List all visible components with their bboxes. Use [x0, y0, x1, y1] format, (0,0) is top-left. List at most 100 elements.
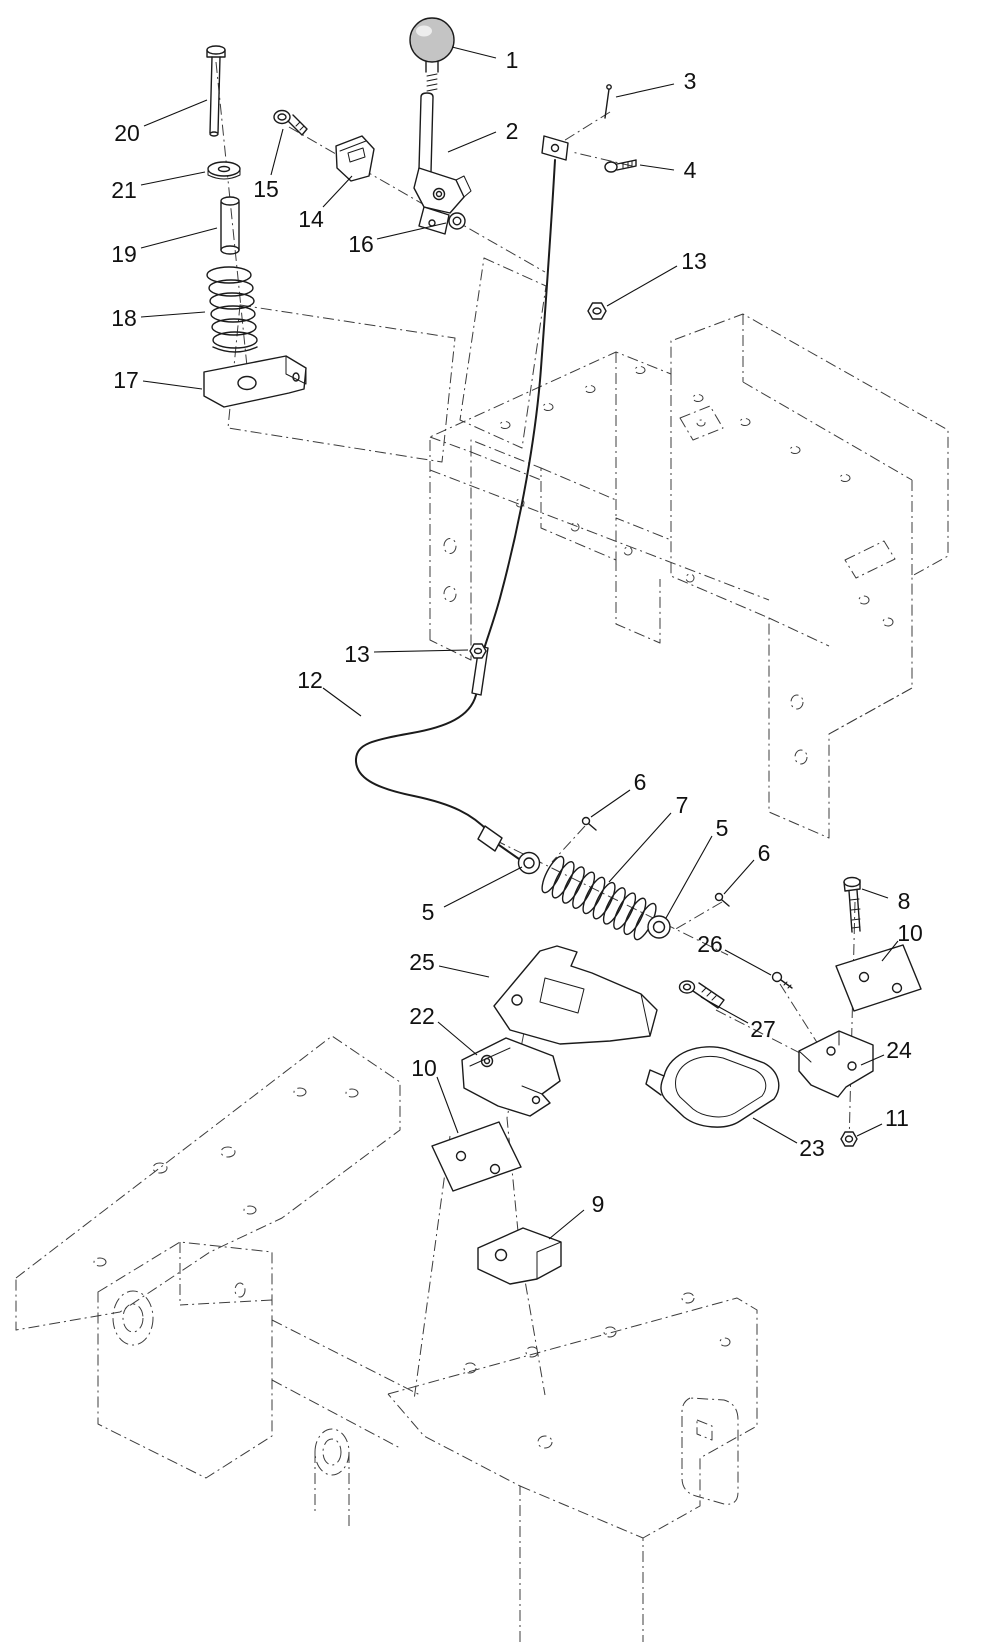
part-21-washer — [207, 161, 241, 180]
callout-label-5-17: 5 — [716, 815, 729, 841]
part-22-bracket — [461, 1037, 561, 1117]
callout-label-7-16: 7 — [676, 792, 689, 818]
callout-label-8-20: 8 — [898, 888, 911, 914]
part-7-spring — [541, 855, 657, 941]
callout-label-10-29: 10 — [411, 1055, 437, 1081]
part-17-bracket — [203, 355, 307, 408]
callout-leader-17-12 — [142, 380, 203, 390]
part-20-bolt — [206, 45, 226, 137]
callout-leader-14-7 — [322, 175, 353, 208]
callout-label-14-7: 14 — [298, 206, 324, 232]
callout-leader-16-9 — [376, 222, 447, 240]
callout-leader-10-21 — [881, 940, 899, 962]
part-6-pin-right — [714, 892, 730, 907]
callout-leader-20-4 — [143, 99, 208, 127]
callout-label-9-30: 9 — [592, 1191, 605, 1217]
part-6-pin-left — [581, 816, 597, 831]
callout-leader-5-19 — [443, 866, 523, 908]
alignment-axes-phantom — [215, 61, 856, 1401]
part-5-spacer-left — [517, 851, 541, 875]
callout-label-12-14: 12 — [297, 667, 323, 693]
callout-label-13-10: 13 — [681, 248, 707, 274]
callout-label-22-26: 22 — [409, 1003, 435, 1029]
callout-leader-1-0 — [451, 46, 497, 59]
callout-label-26-22: 26 — [697, 931, 723, 957]
callout-leader-27-24 — [700, 996, 749, 1024]
callout-label-23-28: 23 — [799, 1135, 825, 1161]
part-10-plate-right — [835, 944, 922, 1012]
callout-leader-23-28 — [752, 1117, 798, 1144]
callout-label-6-18: 6 — [758, 840, 771, 866]
callout-label-3-1: 3 — [684, 68, 697, 94]
callout-leader-10-29 — [436, 1076, 459, 1134]
part-25-bracket — [493, 945, 658, 1045]
callout-leader-13-13 — [373, 649, 469, 653]
callout-label-16-9: 16 — [348, 231, 374, 257]
part-10-plate-left — [431, 1121, 522, 1192]
callout-leader-12-14 — [322, 687, 362, 717]
callout-leader-3-1 — [615, 83, 675, 98]
callout-label-2-2: 2 — [506, 118, 519, 144]
callout-leader-19-8 — [140, 227, 218, 249]
callout-leader-24-25 — [860, 1054, 885, 1066]
callout-leader-22-26 — [437, 1021, 478, 1056]
callout-label-10-21: 10 — [897, 920, 923, 946]
callout-leader-8-20 — [861, 888, 889, 899]
callout-label-13-13: 13 — [344, 641, 370, 667]
callout-leader-18-11 — [140, 311, 206, 318]
callout-label-1-0: 1 — [506, 47, 519, 73]
part-11-nut — [840, 1131, 858, 1147]
callout-leader-13-10 — [606, 265, 678, 307]
callout-label-17-12: 17 — [113, 367, 139, 393]
callout-leader-4-3 — [639, 164, 675, 171]
callout-leader-7-16 — [608, 812, 672, 883]
callout-label-6-15: 6 — [634, 769, 647, 795]
callout-label-11-27: 11 — [885, 1105, 909, 1131]
upper-frame-phantom — [429, 313, 949, 839]
part-24-bracket — [798, 1030, 874, 1098]
part-8-bolt — [843, 876, 861, 933]
callout-leader-25-23 — [438, 965, 490, 978]
callout-label-27-24: 27 — [750, 1016, 776, 1042]
callout-label-25-23: 25 — [409, 949, 435, 975]
part-16-washer — [448, 212, 466, 230]
part-13-nut-cable — [469, 643, 487, 659]
callout-label-24-25: 24 — [886, 1037, 912, 1063]
part-5-spacer-right — [647, 915, 671, 939]
part-9-bracket — [477, 1227, 562, 1285]
part-2-lever — [413, 92, 472, 235]
callout-label-15-5: 15 — [253, 176, 279, 202]
callout-label-18-11: 18 — [111, 305, 137, 331]
part-12-cable — [354, 159, 556, 860]
callout-leader-6-15 — [590, 789, 631, 818]
callout-leader-9-30 — [548, 1209, 585, 1240]
part-18-spring — [206, 266, 258, 353]
part-3-pin — [604, 84, 612, 119]
part-27-bolt — [678, 980, 725, 1009]
callout-leader-21-6 — [140, 171, 206, 186]
callout-label-20-4: 20 — [114, 120, 140, 146]
callout-label-4-3: 4 — [684, 157, 697, 183]
callout-label-19-8: 19 — [111, 241, 137, 267]
part-14-bracket — [335, 135, 375, 182]
callout-leader-5-17 — [665, 835, 713, 919]
part-26-screw — [771, 971, 793, 989]
callout-leader-15-5 — [270, 128, 284, 176]
callout-leader-26-22 — [724, 949, 772, 976]
callout-label-21-6: 21 — [111, 177, 137, 203]
cable-clevis — [541, 135, 569, 161]
part-15-bolt — [273, 109, 308, 136]
lower-frame-phantom — [15, 1035, 758, 1642]
callout-label-5-19: 5 — [422, 899, 435, 925]
part-1-knob — [409, 17, 455, 92]
callout-leader-2-2 — [447, 131, 497, 153]
part-13-nut-upper — [587, 302, 607, 320]
part-19-spacer — [220, 196, 240, 255]
callout-leader-11-27 — [856, 1123, 883, 1137]
callout-leader-6-18 — [723, 859, 755, 895]
part-4-bolt — [604, 159, 637, 173]
part-23-cover — [645, 1046, 780, 1128]
